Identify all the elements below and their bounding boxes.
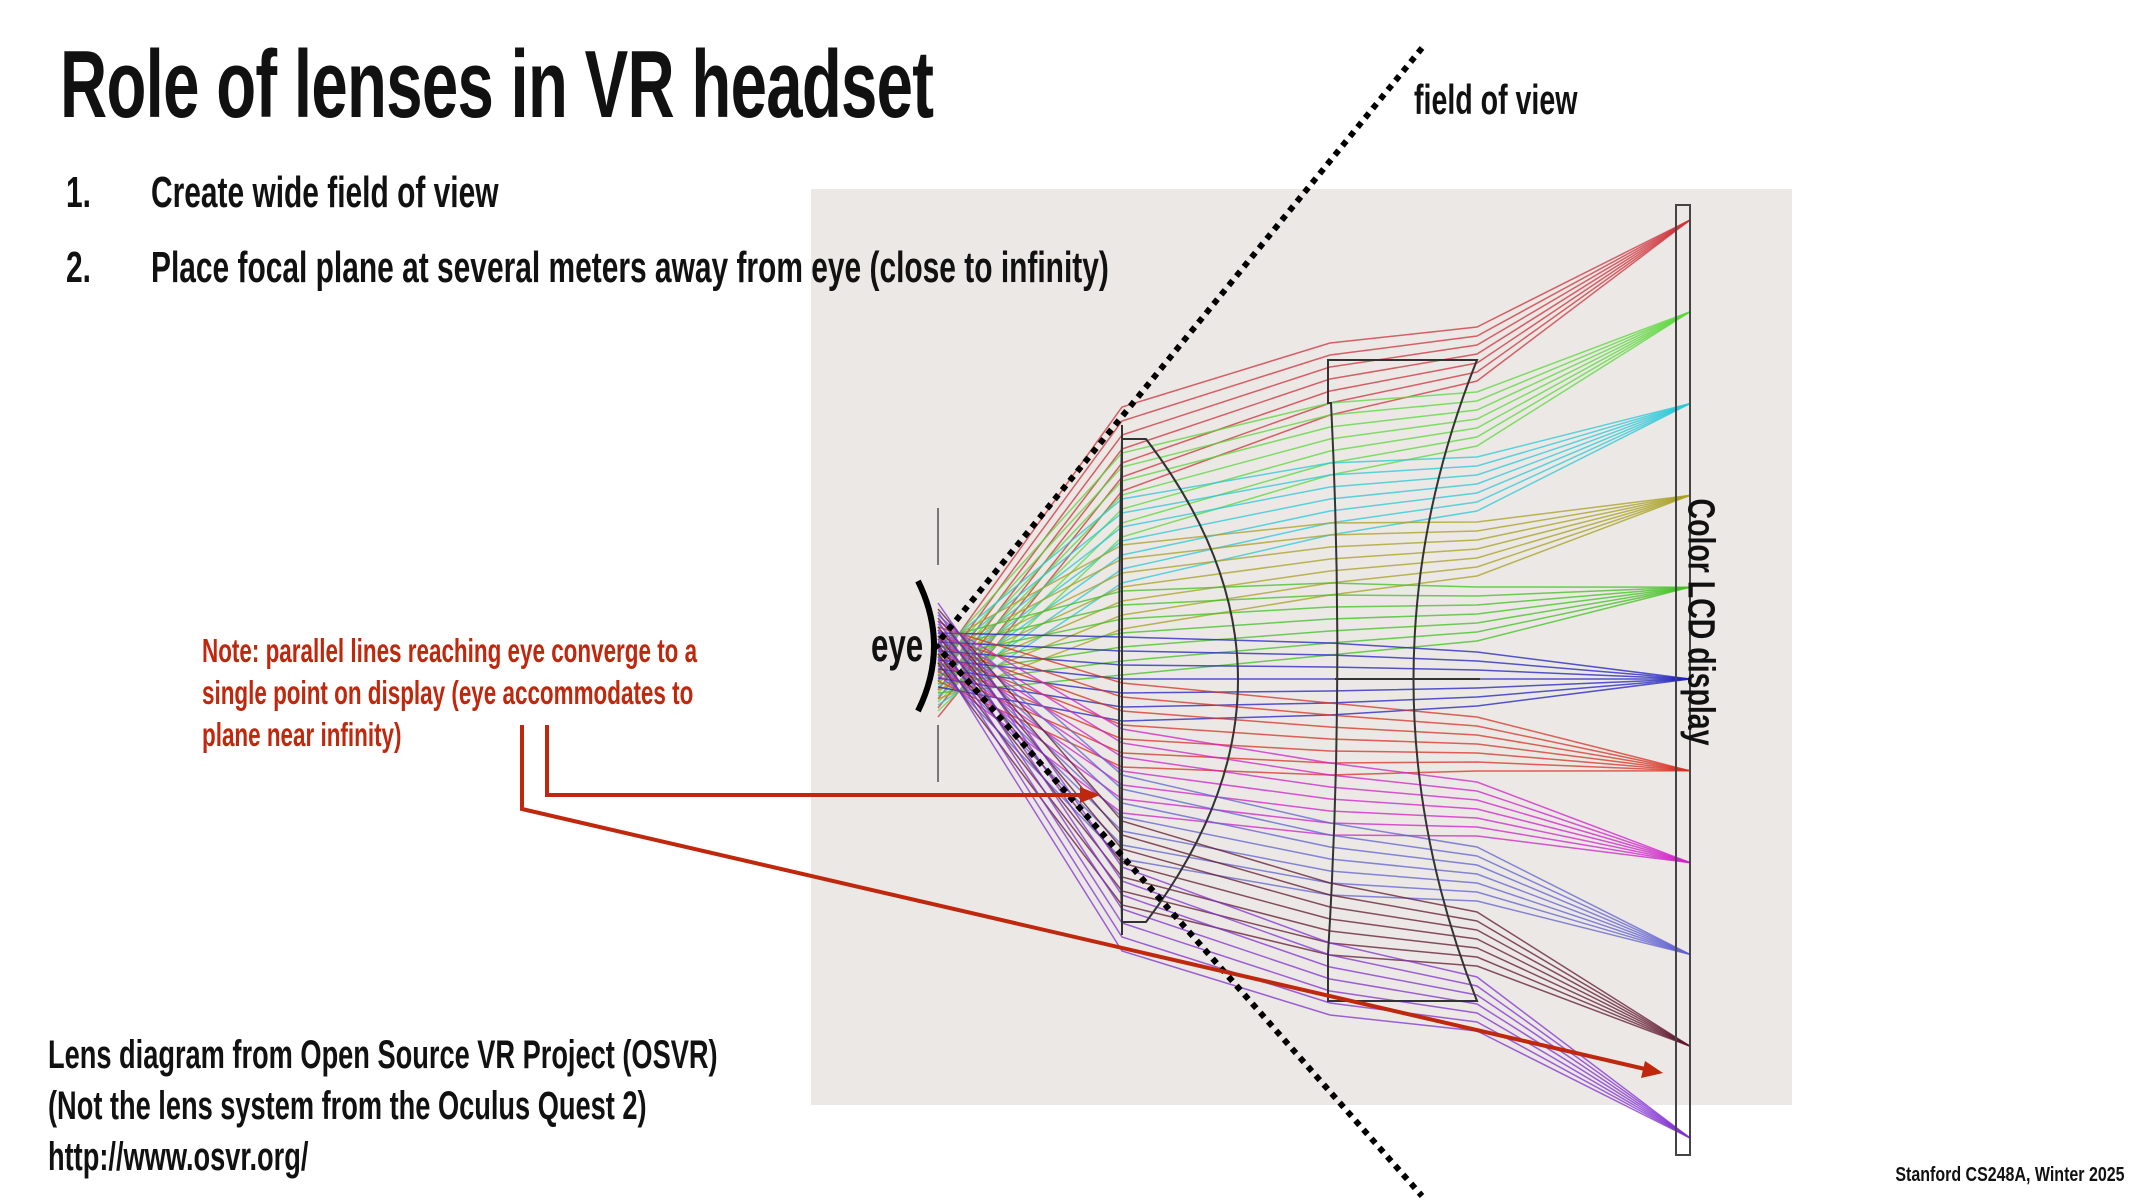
arrowhead-1 (1080, 787, 1100, 803)
list-item-1: 1. Create wide field of view (66, 168, 499, 218)
light-ray (937, 662, 1691, 772)
light-ray (937, 402, 1691, 688)
light-ray (937, 219, 1691, 691)
light-ray (937, 586, 1691, 676)
display-label-text: Color LCD display (1679, 498, 1722, 746)
light-ray (937, 620, 1691, 864)
light-ray (937, 638, 1691, 1139)
light-ray (937, 494, 1691, 646)
light-ray (937, 582, 1691, 640)
light-ray (937, 641, 1691, 680)
light-ray (937, 402, 1691, 679)
light-ray (937, 494, 1691, 673)
note-arrow-1 (545, 725, 1085, 797)
light-ray (937, 402, 1691, 670)
light-rays (937, 219, 1691, 1139)
light-ray (937, 586, 1691, 649)
light-ray (937, 614, 1691, 956)
note-text: Note: parallel lines reaching eye conver… (202, 630, 697, 756)
light-ray (937, 402, 1691, 697)
light-ray (937, 611, 1691, 1139)
light-ray (937, 659, 1691, 956)
list-number: 2. (66, 243, 91, 292)
page-title: Role of lenses in VR headset (60, 31, 934, 138)
credit-text: Lens diagram from Open Source VR Project… (48, 1030, 718, 1183)
light-ray (937, 632, 1691, 956)
light-ray (937, 656, 1691, 864)
footer-course-label: Stanford CS248A, Winter 2025 (1895, 1164, 2125, 1186)
note-line: single point on display (eye accommodate… (202, 674, 694, 711)
light-ray (937, 659, 1690, 680)
field-of-view-line (932, 46, 1425, 1198)
lcd-display (1675, 204, 1691, 1156)
light-ray (937, 626, 1691, 772)
light-ray (937, 586, 1691, 667)
eye-label: eye (871, 619, 924, 671)
light-ray (937, 647, 1691, 864)
light-ray (937, 650, 1691, 956)
light-ray (937, 653, 1691, 772)
light-ray (937, 311, 1691, 694)
credit-line: (Not the lens system from the Oculus Que… (48, 1084, 647, 1128)
light-ray (937, 311, 1691, 667)
list-item-2: 2. Place focal plane at several meters aw… (66, 243, 1109, 293)
note-line: plane near infinity) (202, 716, 402, 753)
light-ray (937, 494, 1691, 664)
light-ray (937, 586, 1691, 658)
light-ray (937, 635, 1691, 772)
light-ray (937, 623, 1691, 956)
light-ray (937, 647, 1691, 1139)
note-line: Note: parallel lines reaching eye conver… (202, 632, 698, 669)
list-text: Place focal plane at several meters away… (151, 243, 1109, 292)
lens-2 (1327, 359, 1479, 1002)
light-ray (937, 402, 1691, 652)
light-ray (937, 629, 1691, 864)
light-ray (937, 219, 1691, 682)
note-arrow-2 (520, 725, 1646, 1071)
light-ray (937, 602, 1691, 1139)
light-ray (937, 668, 1691, 694)
light-ray (937, 494, 1691, 655)
light-ray (937, 638, 1691, 864)
light-ray (937, 608, 1691, 1047)
light-ray (937, 641, 1691, 956)
list-number: 1. (66, 168, 91, 217)
light-ray (937, 629, 1691, 1139)
field-of-view-label: field of view (1414, 76, 1578, 123)
light-ray (937, 620, 1691, 1139)
light-ray (937, 311, 1691, 685)
arrowhead-2 (1641, 1061, 1663, 1078)
light-ray (937, 617, 1691, 1047)
credit-line: Lens diagram from Open Source VR Project… (48, 1033, 718, 1077)
light-ray (937, 586, 1691, 694)
light-ray (937, 650, 1691, 680)
light-ray (937, 632, 1691, 680)
light-ray (937, 219, 1691, 664)
light-ray (937, 656, 1691, 1139)
light-ray (937, 402, 1691, 661)
light-ray (937, 219, 1691, 700)
list-text: Create wide field of view (151, 168, 499, 217)
light-ray (937, 644, 1691, 772)
light-ray (937, 311, 1691, 676)
credit-link[interactable]: http://www.osvr.org/ (48, 1135, 309, 1179)
light-ray (937, 219, 1691, 673)
light-ray (937, 494, 1691, 682)
lens-1 (1118, 425, 1239, 935)
